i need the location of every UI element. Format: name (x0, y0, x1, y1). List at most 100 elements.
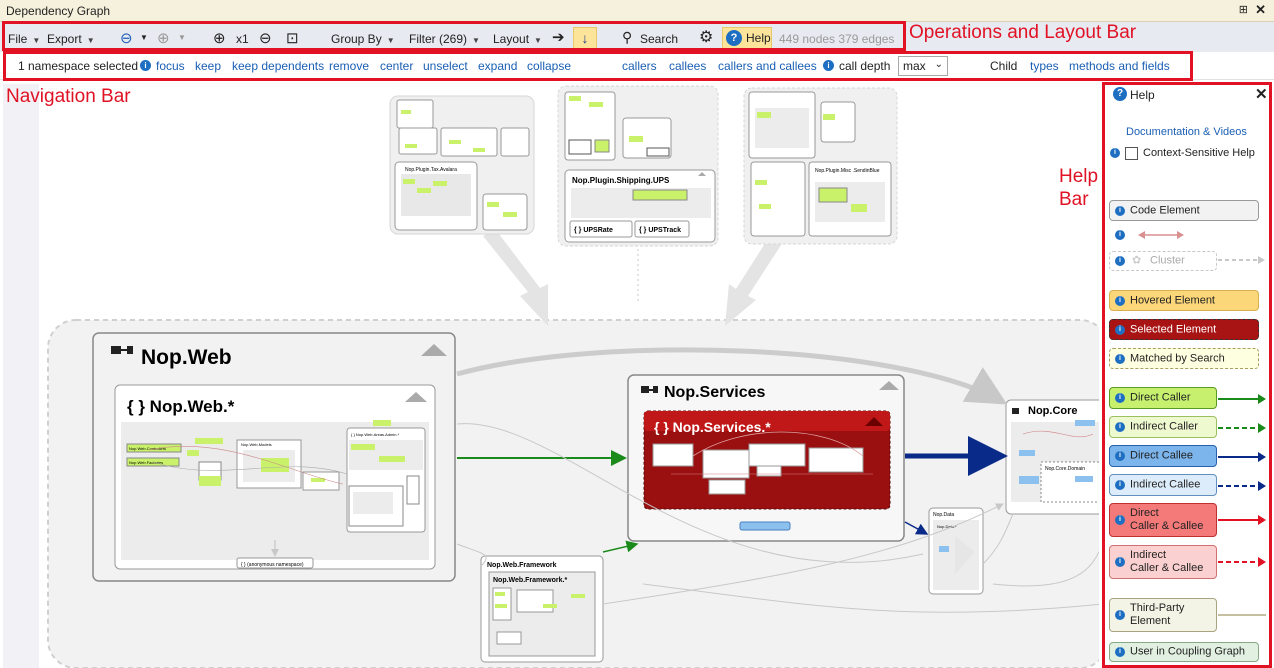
node-web-framework: Nop.Web.Framework (487, 562, 557, 569)
call-depth-label: call depth (839, 59, 891, 73)
forward-icon[interactable]: ⊕ (157, 30, 170, 47)
arrow-down-icon[interactable]: ↓ (573, 27, 597, 49)
info-icon[interactable]: i (1115, 230, 1125, 240)
node-core-domain: Nop.Core.Domain (1045, 466, 1085, 472)
help-panel-title: Help (1130, 88, 1155, 102)
action-keep-dependents[interactable]: keep dependents (232, 59, 325, 73)
context-sensitive-label: Context-Sensitive Help (1143, 147, 1255, 159)
node-nop-services: Nop.Services (664, 384, 765, 401)
node-web-controllers: Nop.Web.Controllers (129, 446, 166, 451)
node-nop-core: Nop.Core (1028, 405, 1078, 417)
search-button[interactable]: Search (640, 32, 679, 46)
window-titlebar: Dependency Graph ⊞ ✕ (0, 0, 1274, 22)
help-bar-label-2: Bar (1059, 189, 1089, 210)
pin-icon[interactable]: ⊞ (1238, 4, 1248, 16)
search-icon[interactable]: ⚲ (622, 29, 633, 45)
node-ups: Nop.Plugin.Shipping.UPS (572, 176, 670, 185)
action-collapse[interactable]: collapse (527, 59, 572, 73)
cluster-edge-sample (1218, 256, 1265, 264)
node-ups-track: { } UPSTrack (639, 227, 681, 234)
action-center[interactable]: center (380, 59, 414, 73)
context-sensitive-checkbox[interactable] (1125, 147, 1138, 160)
forward-dropdown[interactable]: ▼ (178, 33, 186, 42)
indirect-caller-edge (1218, 423, 1266, 433)
third-party-edge (1218, 614, 1266, 616)
selection-status: 1 namespace selected (18, 59, 139, 73)
filter-menu[interactable]: Filter (269)▼ (409, 32, 480, 46)
export-menu[interactable]: Export▼ (47, 32, 95, 46)
node-ups-rate: { } UPSRate (574, 227, 613, 234)
arrow-right-icon[interactable]: ➔ (552, 29, 565, 46)
node-web-factories: Nop.Web.Factories (129, 460, 163, 465)
help-panel (1105, 84, 1272, 668)
group-by-menu[interactable]: Group By▼ (331, 32, 395, 46)
back-icon[interactable]: ⊖ (120, 30, 133, 47)
calls-callees[interactable]: callees (669, 59, 707, 73)
call-depth-select[interactable]: max⌄ (898, 56, 948, 76)
node-web-models: Nop.Web.Models (241, 442, 272, 447)
node-nop-data-ns: Nop.Data.* (937, 524, 957, 529)
calls-callers[interactable]: callers (622, 59, 657, 73)
help-bar-label-1: Help (1059, 166, 1099, 187)
close-icon[interactable]: ✕ (1255, 86, 1268, 103)
action-focus[interactable]: focus (156, 59, 185, 73)
direct-callee-edge (1218, 452, 1266, 462)
action-unselect[interactable]: unselect (423, 59, 468, 73)
operations-toolbar (0, 22, 1274, 52)
chevron-down-icon: ⌄ (934, 59, 943, 70)
indirect-both-edge (1218, 557, 1266, 567)
gear-icon[interactable]: ⚙ (699, 29, 714, 46)
calls-callers-and-callees[interactable]: callers and callees (718, 59, 817, 73)
ops-bar-label: Operations and Layout Bar (909, 22, 1137, 43)
child-methods-and-fields[interactable]: methods and fields (1069, 59, 1170, 73)
zoom-level: x1 (236, 32, 249, 46)
direct-caller-edge (1218, 394, 1266, 404)
node-misc-sendinblue: Nop.Plugin.Misc .SendinBlue (815, 168, 880, 174)
help-icon: ? (1113, 87, 1127, 101)
node-nop-web: Nop.Web (141, 346, 232, 369)
legend-cluster: i✿Cluster (1109, 251, 1217, 271)
help-button[interactable]: ? Help (722, 27, 772, 49)
node-web-framework-ns: Nop.Web.Framework.* (493, 577, 567, 584)
info-icon[interactable]: i (1110, 148, 1120, 158)
node-anonymous-namespace: { } (anonymous namespace) (241, 562, 304, 568)
graph-drawing: Nop.Plugin.Tax.Avalara Nop.Plugin.Shippi… (47, 85, 1099, 668)
relation-edge-sample (1138, 231, 1184, 239)
file-menu[interactable]: File▼ (8, 32, 41, 46)
node-nop-services-ns: { } Nop.Services.* (654, 419, 771, 435)
graph-canvas[interactable]: Nop.Plugin.Tax.Avalara Nop.Plugin.Shippi… (3, 84, 1099, 668)
child-types[interactable]: types (1030, 59, 1059, 73)
close-icon[interactable]: ✕ (1255, 2, 1266, 17)
nav-bar-label: Navigation Bar (6, 86, 131, 107)
help-icon: ? (726, 30, 742, 46)
docs-link[interactable]: Documentation & Videos (1126, 126, 1247, 138)
action-expand[interactable]: expand (478, 59, 518, 73)
indirect-callee-edge (1218, 481, 1266, 491)
graph-stats: 449 nodes 379 edges (779, 32, 895, 46)
fit-icon[interactable]: ⊡ (286, 30, 299, 47)
layout-menu[interactable]: Layout▼ (493, 32, 542, 46)
info-icon[interactable]: i (823, 60, 834, 71)
info-icon[interactable]: i (140, 60, 151, 71)
node-nop-data: Nop.Data (933, 512, 954, 518)
node-web-areas-admin: { } Nop.Web.Areas.Admin.* (351, 432, 400, 437)
child-label: Child (990, 59, 1018, 73)
action-remove[interactable]: remove (329, 59, 370, 73)
action-keep[interactable]: keep (195, 59, 222, 73)
back-dropdown[interactable]: ▼ (140, 33, 148, 42)
zoom-in-icon[interactable]: ⊕ (213, 30, 226, 47)
zoom-out-icon[interactable]: ⊖ (259, 30, 272, 47)
window-title: Dependency Graph (6, 4, 111, 18)
direct-both-edge (1218, 515, 1266, 525)
